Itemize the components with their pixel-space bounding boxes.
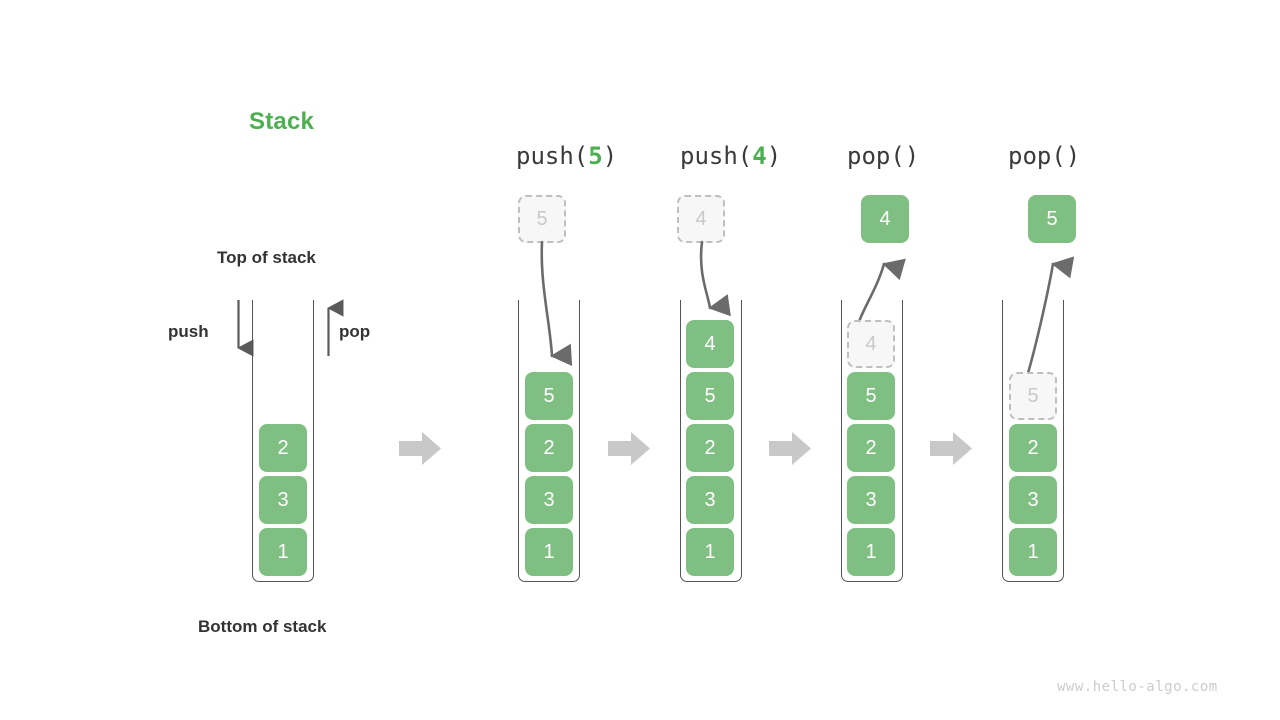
step-header-prefix: push( <box>680 142 753 170</box>
step-header-prefix: pop( <box>1008 142 1066 170</box>
step-header-value: 4 <box>752 142 767 170</box>
stack-cell: 1 <box>1009 528 1057 576</box>
pop-label: pop <box>339 322 371 341</box>
stack-cell: 5 <box>525 372 573 420</box>
page-title: Stack <box>249 108 315 135</box>
push-pop-arrows <box>237 299 344 357</box>
stack-cell: 3 <box>259 476 307 524</box>
stack-cell: 5 <box>686 372 734 420</box>
step-header-push-5: push(5) <box>516 142 617 170</box>
step-header-suffix: ) <box>766 142 782 170</box>
stack-cell: 1 <box>686 528 734 576</box>
step-header-value: 5 <box>588 142 603 170</box>
stack-cell: 4 <box>686 320 734 368</box>
floating-ghost-cell: 4 <box>677 195 725 243</box>
transition-arrow-3 <box>769 432 811 465</box>
stack-cell: 1 <box>525 528 573 576</box>
stack-cell: 5 <box>847 372 895 420</box>
push-label: push <box>168 322 209 341</box>
push-motion-arrow-1 <box>540 240 573 367</box>
transition-arrow-4 <box>930 432 972 465</box>
step-header-pop-1: pop() <box>847 142 919 170</box>
pop-motion-arrow-2 <box>1024 256 1075 382</box>
top-of-stack-label: Top of stack <box>217 248 316 267</box>
step-header-suffix: ) <box>602 142 618 170</box>
stack-cell: 2 <box>1009 424 1057 472</box>
bottom-of-stack-label: Bottom of stack <box>198 617 327 636</box>
stack-cell: 3 <box>525 476 573 524</box>
stack-cell: 2 <box>259 424 307 472</box>
stack-cell: 3 <box>847 476 895 524</box>
stack-cell: 2 <box>847 424 895 472</box>
floating-popped-cell: 4 <box>861 195 909 243</box>
step-header-prefix: pop( <box>847 142 905 170</box>
initial-stack-container <box>252 300 314 582</box>
stack-cell: 3 <box>1009 476 1057 524</box>
initial-stack: 2 3 1 <box>259 424 307 576</box>
step-header-suffix: ) <box>904 142 920 170</box>
stack-push-5: 5 2 3 1 <box>525 372 573 576</box>
stack-cell: 2 <box>686 424 734 472</box>
step-header-suffix: ) <box>1065 142 1081 170</box>
stack-cell: 1 <box>259 528 307 576</box>
push-motion-arrow-2 <box>699 240 731 317</box>
stack-cell-ghost: 5 <box>1009 372 1057 420</box>
stack-pop-2: 5 2 3 1 <box>1009 372 1057 576</box>
watermark: www.hello-algo.com <box>1057 679 1218 695</box>
stack-cell-ghost: 4 <box>847 320 895 368</box>
stack-pop-1: 4 5 2 3 1 <box>847 320 895 576</box>
stack-container-pop-2 <box>1002 300 1064 582</box>
step-header-prefix: push( <box>516 142 589 170</box>
transition-arrow-1 <box>399 432 441 465</box>
step-header-push-4: push(4) <box>680 142 781 170</box>
stack-cell: 2 <box>525 424 573 472</box>
stack-cell: 1 <box>847 528 895 576</box>
stack-container-push-5 <box>518 300 580 582</box>
stack-push-4: 4 5 2 3 1 <box>686 320 734 576</box>
step-header-pop-2: pop() <box>1008 142 1080 170</box>
stack-container-push-4 <box>680 300 742 582</box>
floating-popped-cell: 5 <box>1028 195 1076 243</box>
stack-cell: 3 <box>686 476 734 524</box>
transition-arrow-2 <box>608 432 650 465</box>
stack-container-pop-1 <box>841 300 903 582</box>
